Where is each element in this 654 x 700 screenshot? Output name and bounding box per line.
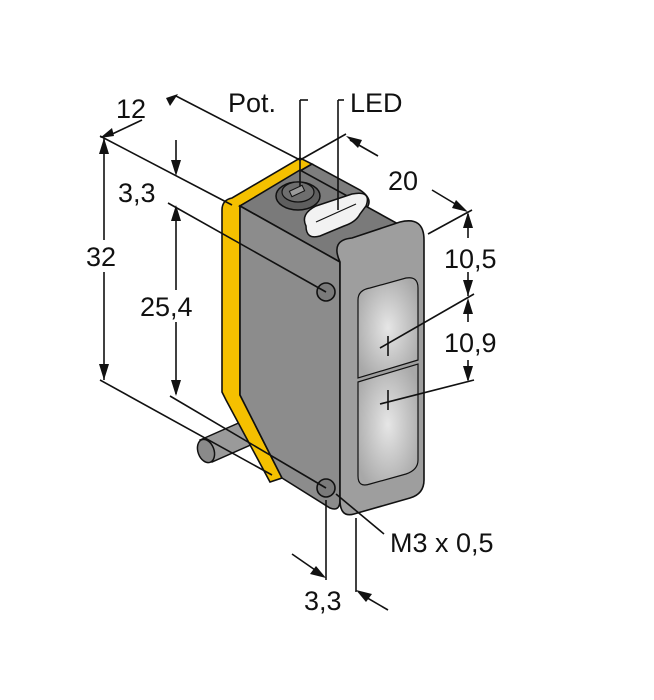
dim-lens-offset-label: 10,5 xyxy=(444,244,497,274)
dim-hole-edge-label: 3,3 xyxy=(304,586,342,616)
lens-window-upper xyxy=(357,277,419,379)
dim-hole-spacing-label: 25,4 xyxy=(140,292,193,322)
potentiometer-icon xyxy=(275,181,321,211)
dim-depth-label: 12 xyxy=(116,94,146,124)
pot-label: Pot. xyxy=(228,88,276,118)
led-label: LED xyxy=(350,88,403,118)
led-indicator-icon xyxy=(303,192,369,238)
dimension-lines xyxy=(99,94,475,611)
dim-lens-spacing-label: 10,9 xyxy=(444,328,497,358)
dim-top-to-hole-label: 3,3 xyxy=(118,178,156,208)
housing-lens-face xyxy=(336,220,425,516)
dim-width-label: 20 xyxy=(388,166,418,196)
lens-window-lower xyxy=(357,363,419,486)
thread-label: M3 x 0,5 xyxy=(390,528,494,558)
dim-height-label: 32 xyxy=(86,242,116,272)
